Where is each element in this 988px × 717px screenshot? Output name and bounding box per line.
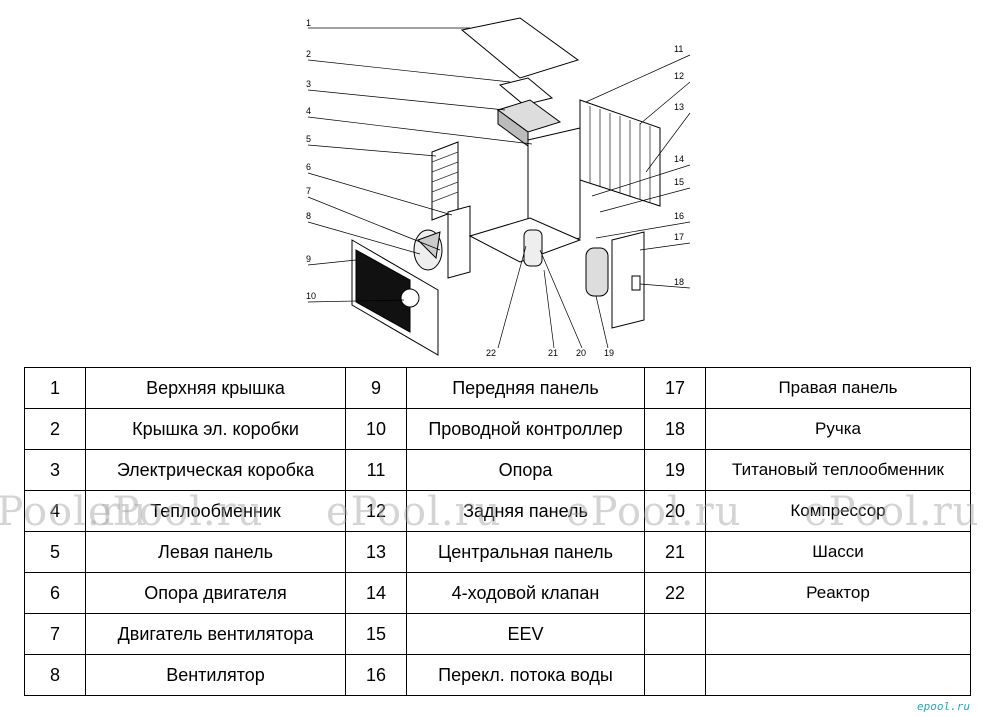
part-name-cell: Шасси — [705, 531, 971, 573]
callout-label: 1 — [306, 18, 311, 28]
part-name-cell: Опора двигателя — [85, 572, 346, 614]
callout-label: 19 — [604, 348, 614, 358]
top-cover-part — [460, 17, 580, 79]
callout-label: 15 — [674, 177, 684, 187]
handle-part — [631, 275, 641, 291]
callout-label: 16 — [674, 211, 684, 221]
wired-controller-part — [400, 288, 420, 308]
brand-logo: epool.ru — [917, 700, 970, 713]
part-number-cell: 3 — [24, 449, 86, 491]
part-number-cell: 21 — [644, 531, 706, 573]
callout-label: 7 — [306, 186, 311, 196]
callout-label: 18 — [674, 277, 684, 287]
part-name-cell: Задняя панель — [406, 490, 645, 532]
motor-support-part — [447, 205, 471, 279]
part-number-cell: 22 — [644, 572, 706, 614]
callout-label: 20 — [576, 348, 586, 358]
callout-label: 13 — [674, 102, 684, 112]
callout-label: 22 — [486, 348, 496, 358]
part-name-cell: Верхняя крышка — [85, 367, 346, 409]
callout-label: 2 — [306, 49, 311, 59]
callout-label: 10 — [306, 291, 316, 301]
part-name-cell: Вентилятор — [85, 654, 346, 696]
part-name-cell — [705, 613, 971, 655]
part-name-cell: 4-ходовой клапан — [406, 572, 645, 614]
callout-label: 12 — [674, 71, 684, 81]
callout-label: 3 — [306, 79, 311, 89]
compressor-part — [523, 229, 543, 267]
part-name-cell: Центральная панель — [406, 531, 645, 573]
part-number-cell: 17 — [644, 367, 706, 409]
part-name-cell: Теплообменник — [85, 490, 346, 532]
callout-label: 17 — [674, 232, 684, 242]
callout-label: 8 — [306, 211, 311, 221]
part-name-cell: Ручка — [705, 408, 971, 450]
center-panel-part — [527, 127, 581, 251]
part-number-cell: 16 — [345, 654, 407, 696]
part-number-cell: 13 — [345, 531, 407, 573]
part-number-cell: 19 — [644, 449, 706, 491]
part-number-cell: 10 — [345, 408, 407, 450]
part-number-cell: 5 — [24, 531, 86, 573]
part-name-cell — [705, 654, 971, 696]
callout-label: 11 — [674, 44, 683, 54]
part-name-cell: Крышка эл. коробки — [85, 408, 346, 450]
part-number-cell — [644, 654, 706, 696]
part-name-cell: Титановый теплообменник — [705, 449, 971, 491]
ebox-cover-part — [498, 77, 554, 106]
part-name-cell: Электрическая коробка — [85, 449, 346, 491]
part-number-cell: 9 — [345, 367, 407, 409]
callout-label: 14 — [674, 154, 684, 164]
part-number-cell: 12 — [345, 490, 407, 532]
part-name-cell: Левая панель — [85, 531, 346, 573]
part-name-cell: Компрессор — [705, 490, 971, 532]
part-number-cell: 18 — [644, 408, 706, 450]
part-number-cell: 6 — [24, 572, 86, 614]
right-panel-part — [611, 231, 645, 329]
callout-label: 6 — [306, 162, 311, 172]
part-name-cell: Проводной контроллер — [406, 408, 645, 450]
part-number-cell: 15 — [345, 613, 407, 655]
part-number-cell: 14 — [345, 572, 407, 614]
part-number-cell: 7 — [24, 613, 86, 655]
part-name-cell: Двигатель вентилятора — [85, 613, 346, 655]
callout-label: 4 — [306, 106, 311, 116]
exploded-view-diagram: 1 2 3 4 5 6 7 8 9 10 11 12 13 14 15 16 1… — [306, 17, 691, 358]
part-name-cell: Перекл. потока воды — [406, 654, 645, 696]
part-name-cell: Опора — [406, 449, 645, 491]
part-name-cell: Реактор — [705, 572, 971, 614]
part-name-cell: Правая панель — [705, 367, 971, 409]
part-name-cell: Передняя панель — [406, 367, 645, 409]
part-number-cell: 11 — [345, 449, 407, 491]
part-number-cell: 2 — [24, 408, 86, 450]
part-number-cell: 8 — [24, 654, 86, 696]
callout-label: 5 — [306, 134, 311, 144]
part-number-cell: 1 — [24, 367, 86, 409]
callout-label: 9 — [306, 254, 311, 264]
part-number-cell: 4 — [24, 490, 86, 532]
titanium-exchanger-part — [585, 247, 609, 297]
callout-label: 21 — [548, 348, 558, 358]
part-name-cell: EEV — [406, 613, 645, 655]
part-number-cell: 20 — [644, 490, 706, 532]
part-number-cell — [644, 613, 706, 655]
